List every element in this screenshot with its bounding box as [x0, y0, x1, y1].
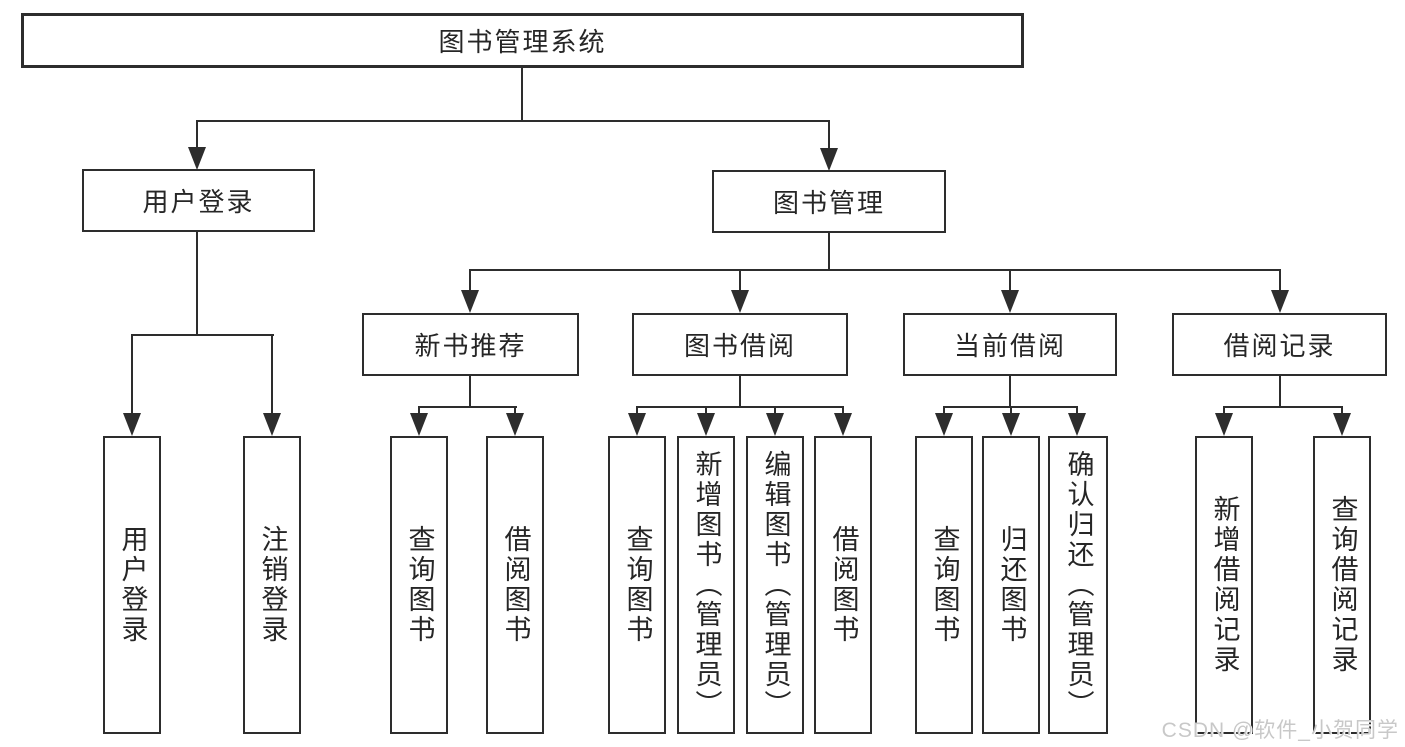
- leaf-query-borrow-record-label: 查询借阅记录: [1327, 495, 1358, 675]
- connector-user-login-bar: [131, 334, 274, 336]
- connector-book-mgmt-bar: [469, 269, 1281, 271]
- leaf-edit-books-admin: 编辑图书（管理员）: [746, 436, 804, 734]
- connector-section-stem: [1279, 376, 1281, 408]
- leaf-borrow-books-2-label: 借阅图书: [828, 525, 859, 645]
- arrow-down-icon: [461, 290, 479, 313]
- connector-root-bar: [196, 120, 830, 122]
- arrow-down-icon: [1215, 413, 1233, 436]
- leaf-return-books: 归还图书: [982, 436, 1040, 734]
- connector-drop-section: [1009, 269, 1011, 293]
- leaf-query-books-2: 查询图书: [608, 436, 666, 734]
- leaf-borrow-books-2: 借阅图书: [814, 436, 872, 734]
- node-user-login-label: 用户登录: [142, 187, 255, 217]
- arrow-down-icon: [263, 413, 281, 436]
- node-new-book-recommend-label: 新书推荐: [414, 331, 527, 361]
- connector-drop-leaf: [1341, 406, 1343, 416]
- leaf-add-books-admin-label: 新增图书（管理员）: [691, 450, 722, 720]
- node-book-management: 图书管理: [712, 170, 946, 233]
- connector-drop-user-login: [196, 120, 198, 150]
- connector-section-stem: [469, 376, 471, 408]
- leaf-query-books-1: 查询图书: [390, 436, 448, 734]
- leaf-confirm-return-admin-label: 确认归还（管理员）: [1063, 450, 1094, 720]
- arrow-down-icon: [935, 413, 953, 436]
- arrow-down-icon: [766, 413, 784, 436]
- node-borrowing-records-label: 借阅记录: [1223, 331, 1336, 361]
- leaf-query-books-1-label: 查询图书: [404, 525, 435, 645]
- connector-root-stem: [521, 68, 523, 121]
- connector-drop-leaf: [705, 406, 707, 416]
- leaf-add-borrow-record: 新增借阅记录: [1195, 436, 1253, 734]
- arrow-down-icon: [410, 413, 428, 436]
- node-book-management-label: 图书管理: [772, 188, 885, 218]
- connector-drop-leaf: [514, 406, 516, 416]
- leaf-borrow-books-1-label: 借阅图书: [500, 525, 531, 645]
- leaf-query-borrow-record: 查询借阅记录: [1313, 436, 1371, 734]
- connector-section-bar: [1223, 406, 1343, 408]
- csdn-watermark: CSDN @软件_小贺同学: [1161, 719, 1399, 742]
- leaf-add-borrow-record-label: 新增借阅记录: [1209, 495, 1240, 675]
- connector-drop-section: [1279, 269, 1281, 293]
- connector-section-bar: [418, 406, 517, 408]
- connector-drop-leaf: [271, 334, 273, 416]
- node-new-book-recommend: 新书推荐: [362, 313, 579, 376]
- node-borrowing-records: 借阅记录: [1172, 313, 1387, 376]
- node-user-login: 用户登录: [82, 169, 315, 232]
- connector-user-login-stem: [196, 232, 198, 336]
- node-system-root-label: 图书管理系统: [438, 27, 607, 57]
- arrow-down-icon: [1068, 413, 1086, 436]
- connector-drop-leaf: [774, 406, 776, 416]
- connector-section-stem: [739, 376, 741, 408]
- leaf-add-books-admin: 新增图书（管理员）: [677, 436, 735, 734]
- connector-drop-leaf: [636, 406, 638, 416]
- node-current-borrowing: 当前借阅: [903, 313, 1117, 376]
- connector-drop-leaf: [1076, 406, 1078, 416]
- connector-section-stem: [1009, 376, 1011, 408]
- leaf-user-login-label: 用户登录: [117, 525, 148, 645]
- leaf-user-login: 用户登录: [103, 436, 161, 734]
- connector-drop-leaf: [131, 334, 133, 416]
- node-current-borrowing-label: 当前借阅: [953, 331, 1066, 361]
- connector-drop-section: [739, 269, 741, 293]
- arrow-down-icon: [697, 413, 715, 436]
- leaf-query-books-3-label: 查询图书: [929, 525, 960, 645]
- leaf-logout: 注销登录: [243, 436, 301, 734]
- arrow-down-icon: [731, 290, 749, 313]
- leaf-edit-books-admin-label: 编辑图书（管理员）: [760, 450, 791, 720]
- arrow-down-icon: [1001, 290, 1019, 313]
- leaf-confirm-return-admin: 确认归还（管理员）: [1048, 436, 1108, 734]
- node-system-root: 图书管理系统: [21, 13, 1024, 68]
- arrow-down-icon: [123, 413, 141, 436]
- arrow-down-icon: [1002, 413, 1020, 436]
- connector-drop-leaf: [1010, 406, 1012, 416]
- connector-drop-section: [469, 269, 471, 293]
- connector-drop-leaf: [418, 406, 420, 416]
- connector-section-bar: [636, 406, 844, 408]
- connector-book-mgmt-stem: [828, 233, 830, 271]
- leaf-logout-label: 注销登录: [257, 525, 288, 645]
- connector-drop-leaf: [1223, 406, 1225, 416]
- connector-drop-book-mgmt: [828, 120, 830, 150]
- arrow-down-icon: [834, 413, 852, 436]
- connector-drop-leaf: [842, 406, 844, 416]
- arrow-down-icon: [506, 413, 524, 436]
- connector-drop-leaf: [943, 406, 945, 416]
- arrow-down-icon: [1333, 413, 1351, 436]
- arrow-down-icon: [820, 148, 838, 171]
- leaf-return-books-label: 归还图书: [996, 525, 1027, 645]
- leaf-query-books-3: 查询图书: [915, 436, 973, 734]
- node-book-borrowing: 图书借阅: [632, 313, 848, 376]
- leaf-query-books-2-label: 查询图书: [622, 525, 653, 645]
- node-book-borrowing-label: 图书借阅: [683, 331, 796, 361]
- arrow-down-icon: [628, 413, 646, 436]
- arrow-down-icon: [1271, 290, 1289, 313]
- arrow-down-icon: [188, 147, 206, 170]
- leaf-borrow-books-1: 借阅图书: [486, 436, 544, 734]
